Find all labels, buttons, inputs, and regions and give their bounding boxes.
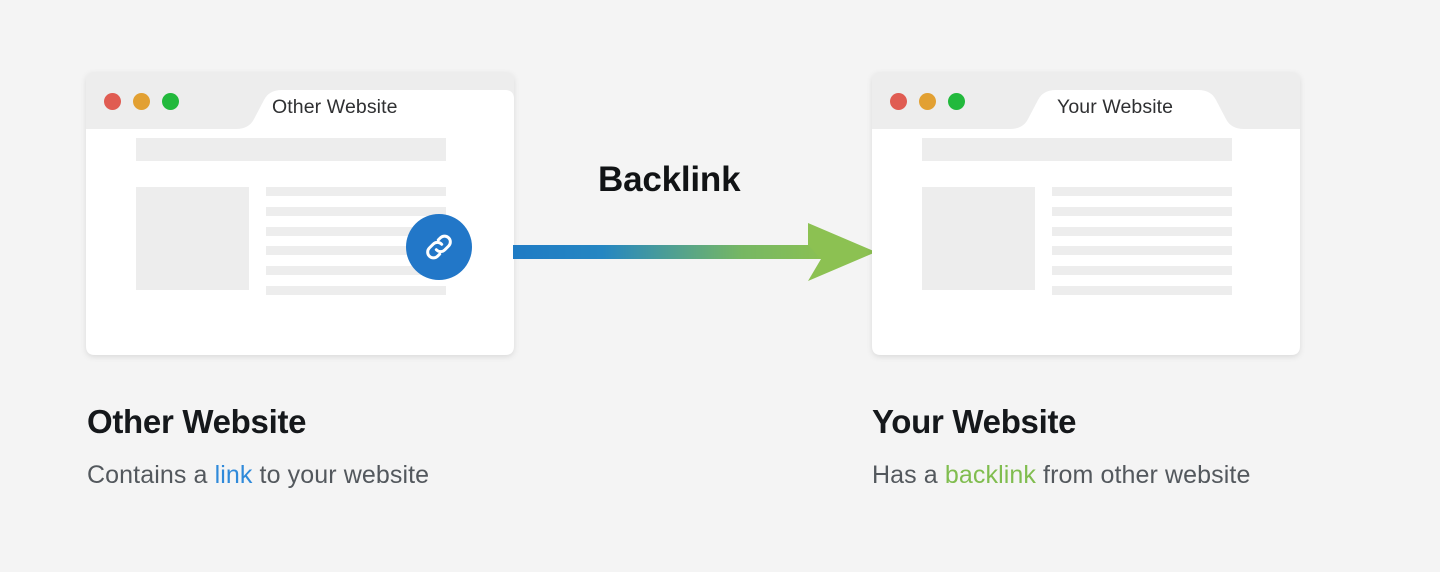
- skeleton-text-line: [266, 187, 446, 196]
- caption-your-website: Your Website Has a backlink from other w…: [872, 402, 1250, 490]
- caption-sub-other-website: Contains a link to your website: [87, 460, 429, 490]
- backlink-arrow: [505, 215, 885, 305]
- skeleton-text-line: [1052, 206, 1232, 216]
- close-dot[interactable]: [104, 93, 121, 110]
- caption-keyword-backlink: backlink: [944, 460, 1036, 489]
- browser-window-other-website: Other Website: [86, 72, 514, 355]
- link-icon: [426, 234, 452, 260]
- skeleton-header-bar: [922, 138, 1232, 161]
- close-dot[interactable]: [890, 93, 907, 110]
- maximize-dot[interactable]: [162, 93, 179, 110]
- caption-title-other-website: Other Website: [87, 403, 307, 440]
- caption-keyword-link: link: [214, 460, 253, 489]
- caption-sub-before: Contains a: [87, 460, 215, 489]
- link-badge[interactable]: [406, 214, 472, 280]
- skeleton-text-line: [1052, 285, 1232, 295]
- skeleton-text-lines: [1052, 187, 1232, 295]
- tab-title-other-website[interactable]: Other Website: [272, 96, 398, 118]
- skeleton-text-line: [266, 226, 446, 236]
- traffic-lights-group: [890, 93, 965, 110]
- skeleton-text-line: [266, 266, 446, 276]
- caption-sub-after: from other website: [1035, 460, 1251, 489]
- caption-sub-before: Has a: [872, 460, 945, 489]
- minimize-dot[interactable]: [919, 93, 936, 110]
- skeleton-text-line: [1052, 187, 1232, 196]
- skeleton-header-bar: [136, 138, 446, 161]
- skeleton-text-line: [1052, 246, 1232, 256]
- tab-title-your-website[interactable]: Your Website: [1057, 96, 1174, 118]
- traffic-lights-group: [104, 93, 179, 110]
- skeleton-text-line: [266, 206, 446, 216]
- skeleton-image-block: [136, 187, 249, 290]
- browser-chrome-shape: [872, 72, 1300, 355]
- minimize-dot[interactable]: [133, 93, 150, 110]
- backlink-label: Backlink: [598, 160, 741, 199]
- caption-other-website: Other Website Contains a link to your we…: [87, 402, 429, 490]
- skeleton-image-block: [922, 187, 1035, 290]
- skeleton-text-line: [266, 285, 446, 295]
- skeleton-text-line: [1052, 226, 1232, 236]
- arrow-shape: [513, 223, 876, 281]
- caption-title-your-website: Your Website: [872, 403, 1077, 440]
- caption-sub-after: to your website: [252, 460, 430, 489]
- page-skeleton-other-website: [86, 129, 514, 355]
- maximize-dot[interactable]: [948, 93, 965, 110]
- skeleton-text-line: [266, 246, 446, 256]
- browser-chrome-shape: [86, 72, 514, 355]
- skeleton-text-lines: [266, 187, 446, 295]
- browser-window-your-website: Your Website: [872, 72, 1300, 355]
- caption-sub-your-website: Has a backlink from other website: [872, 460, 1250, 490]
- page-skeleton-your-website: [872, 129, 1300, 355]
- skeleton-text-line: [1052, 266, 1232, 276]
